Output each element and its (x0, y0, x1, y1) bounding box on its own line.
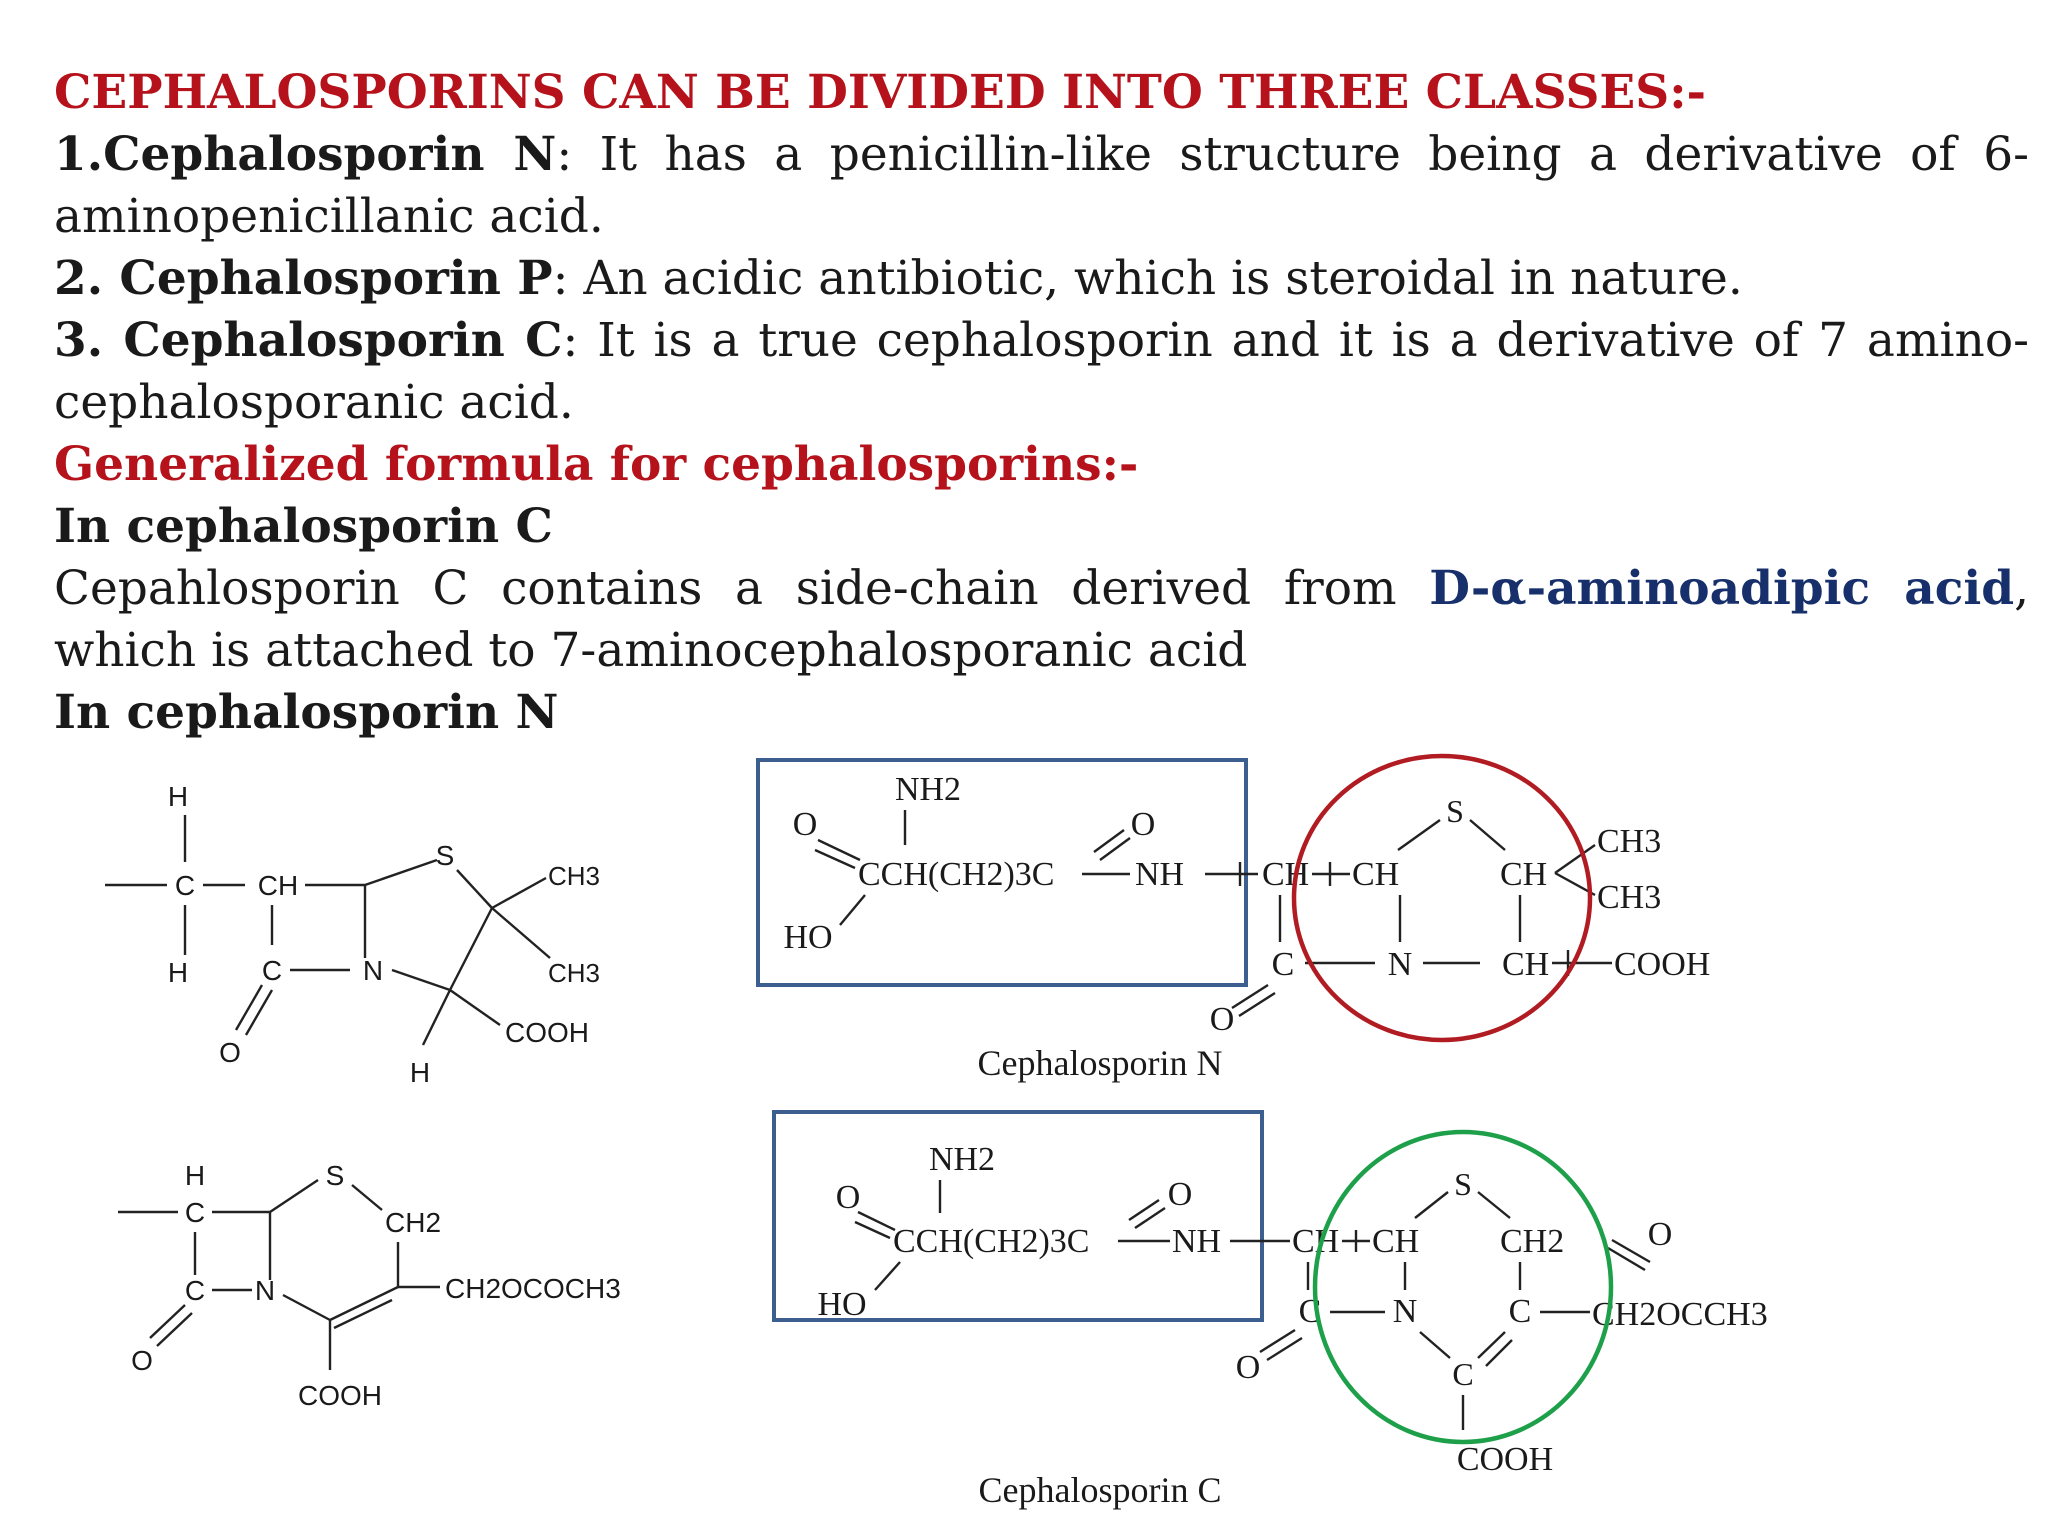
cephem-c: C (185, 1197, 205, 1228)
ceph-n-ch3-a: CH3 (1597, 823, 1661, 860)
penam-s: S (436, 840, 455, 871)
cephem-h: H (185, 1160, 205, 1191)
class-label: 2. Cephalosporin P (54, 251, 553, 306)
cephem-structure: H C S CH2 CH2OCOCH3 C N O COOH (118, 1160, 621, 1411)
class-text: : It is a true cephalosporin and it is a… (54, 313, 2029, 430)
ceph-c-s: S (1454, 1166, 1472, 1202)
ceph-n-ch4: CH (1502, 946, 1549, 983)
penam-h-top: H (168, 781, 188, 812)
penam-ch: CH (258, 870, 298, 901)
ceph-c-side-chain: CCH(CH2)3C (893, 1223, 1089, 1260)
class-item-2: 2. Cephalosporin P: An acidic antibiotic… (54, 248, 2029, 310)
ceph-c-caption: Cephalosporin C (979, 1470, 1222, 1510)
ceph-c-text-before: Cepahlosporin C contains a side-chain de… (54, 561, 1430, 616)
ceph-n-c: C (1272, 946, 1295, 983)
cephalosporin-n-structure: NH2 O CCH(CH2)3C O NH HO CH CH S CH (756, 753, 1710, 1083)
penam-cooh: COOH (505, 1017, 589, 1048)
ceph-c-cooh: COOH (1457, 1441, 1553, 1478)
subheading-ceph-c: In cephalosporin C (54, 499, 553, 554)
ceph-n-nh2: NH2 (895, 771, 961, 808)
class-text: : It has a penicillin-like structure bei… (54, 127, 2029, 244)
aminoadipic-acid-highlight: D-α-aminoadipic acid (1429, 561, 2015, 616)
ceph-c-o-right: O (1168, 1176, 1193, 1213)
penam-ch3-b: CH3 (548, 958, 600, 988)
class-text: : An acidic antibiotic, which is steroid… (552, 251, 1743, 306)
class-item-1: 1.Cephalosporin N: It has a penicillin-l… (54, 124, 2029, 248)
cephem-ch2ococh3: CH2OCOCH3 (445, 1273, 621, 1304)
cephem-c-carbonyl: C (185, 1275, 205, 1306)
ceph-n-cooh: COOH (1614, 946, 1710, 983)
ceph-c-nh: NH (1172, 1223, 1221, 1260)
ceph-n-side-chain: CCH(CH2)3C (858, 856, 1054, 893)
ceph-n-nh: NH (1135, 856, 1184, 893)
class-label: 3. Cephalosporin C (54, 313, 563, 368)
penam-structure: H C CH H S CH3 CH3 N C O (105, 781, 600, 1088)
cephalosporin-c-structure: NH2 O CCH(CH2)3C O NH HO CH CH S CH2 O (772, 1110, 1768, 1510)
ceph-c-ch2: CH (1372, 1223, 1419, 1260)
ceph-n-caption: Cephalosporin N (978, 1043, 1223, 1083)
ceph-c-c-bottom: C (1452, 1356, 1473, 1392)
ceph-c-ch2-ring: CH2 (1500, 1223, 1564, 1260)
cephem-cooh: COOH (298, 1380, 382, 1411)
page-heading: CEPHALOSPORINS CAN BE DIVIDED INTO THREE… (54, 65, 1707, 120)
class-label: 1.Cephalosporin N (54, 127, 557, 182)
ceph-n-ho: HO (783, 919, 832, 956)
penam-o: O (219, 1037, 241, 1068)
ceph-c-o-ester: O (1648, 1216, 1673, 1253)
ceph-n-ch3-b: CH3 (1597, 879, 1661, 916)
penam-ch3-a: CH3 (548, 861, 600, 891)
penam-h-left: H (168, 957, 188, 988)
ceph-c-n: N (1393, 1293, 1418, 1330)
class-item-3: 3. Cephalosporin C: It is a true cephalo… (54, 310, 2029, 434)
ceph-n-s: S (1446, 793, 1464, 829)
side-chain-box-n (756, 758, 1248, 987)
ceph-c-o-bottom: O (1236, 1349, 1261, 1386)
ceph-n-o-bottom: O (1210, 1001, 1235, 1038)
ceph-n-ch1: CH (1262, 856, 1309, 893)
text-block: CEPHALOSPORINS CAN BE DIVIDED INTO THREE… (54, 62, 2029, 744)
penam-n: N (363, 955, 383, 986)
cephem-o: O (131, 1345, 153, 1376)
ceph-n-o-left: O (793, 806, 818, 843)
cephem-n: N (255, 1275, 275, 1306)
penam-c: C (175, 870, 195, 901)
ceph-c-ho: HO (817, 1286, 866, 1323)
ceph-n-ch3: CH (1500, 856, 1547, 893)
cephem-s: S (326, 1160, 345, 1191)
ceph-n-o-right: O (1131, 806, 1156, 843)
ceph-c-o-left: O (836, 1179, 861, 1216)
dihydrothiazine-ring-circle (1312, 1129, 1614, 1445)
ceph-c-ch1: CH (1292, 1223, 1339, 1260)
thiazolidine-ring-circle (1291, 753, 1593, 1043)
penam-c-carbonyl: C (262, 955, 282, 986)
cephem-ch2: CH2 (385, 1207, 441, 1238)
subheading-ceph-n: In cephalosporin N (54, 685, 559, 740)
ceph-c-c-ring: C (1509, 1293, 1532, 1330)
ceph-c-description: Cepahlosporin C contains a side-chain de… (54, 558, 2029, 682)
penam-h-bottom: H (410, 1057, 430, 1088)
side-chain-box-c (772, 1110, 1264, 1322)
ceph-n-n: N (1388, 946, 1413, 983)
ceph-c-nh2: NH2 (929, 1141, 995, 1178)
formula-heading: Generalized formula for cephalosporins:- (54, 437, 1139, 492)
ceph-n-ch2: CH (1352, 856, 1399, 893)
ceph-c-ch2occh3: CH2OCCH3 (1592, 1296, 1768, 1333)
ceph-c-text-after: , which is attached to 7-aminocephalospo… (54, 561, 2030, 678)
